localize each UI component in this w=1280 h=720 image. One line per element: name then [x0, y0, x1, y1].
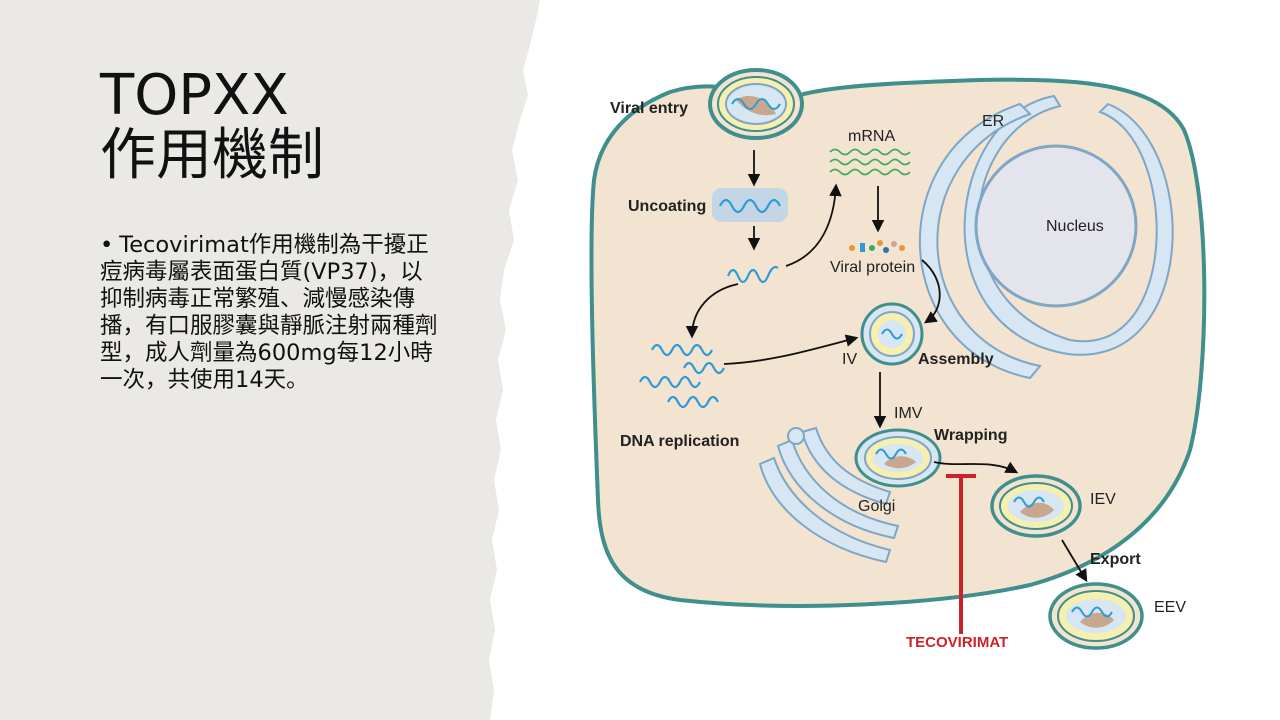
endoplasmic-reticulum	[918, 94, 1174, 380]
imv-particle	[854, 428, 942, 488]
uncoating-dna	[719, 198, 781, 214]
slide-title: TOPXX 作用機制	[100, 66, 324, 186]
bullet-text: Tecovirimat作用機制為干擾正痘病毒屬表面蛋白質(VP37)，以抑制病毒…	[100, 232, 438, 393]
nucleus-label: Nucleus	[1046, 218, 1104, 235]
left-panel-background	[0, 0, 540, 720]
arrow-iev-to-eev	[1061, 539, 1088, 583]
arrow-protein-to-assembly	[921, 259, 941, 324]
uncoating-core	[712, 188, 788, 222]
eev-label: EEV	[1154, 599, 1186, 616]
iv-label: IV	[842, 351, 857, 368]
viral-protein-label: Viral protein	[830, 259, 915, 276]
bullet-paragraph: •Tecovirimat作用機制為干擾正痘病毒屬表面蛋白質(VP37)，以抑制病…	[100, 232, 440, 394]
arrow-replication-to-assembly	[723, 334, 859, 365]
arrow-dna-to-mrna	[785, 183, 842, 267]
virion-entry	[708, 68, 804, 140]
torn-paper-shape	[0, 0, 540, 720]
assembly-label: Assembly	[918, 351, 994, 368]
title-line-2: 作用機制	[100, 123, 324, 188]
uncoating-label: Uncoating	[628, 198, 706, 215]
iv-particle	[860, 302, 924, 366]
bullet-dot: •	[100, 232, 114, 258]
golgi-label: Golgi	[858, 498, 895, 515]
export-label: Export	[1090, 551, 1141, 568]
viral-entry-label: Viral entry	[610, 100, 688, 117]
dna-replication-label: DNA replication	[620, 433, 739, 450]
viral-protein-particles	[849, 240, 905, 253]
mechanism-diagram: Nucleus ER Viral entry Uncoating mRNA Vi…	[589, 68, 1207, 651]
mrna-strands	[829, 148, 911, 176]
released-dna	[726, 265, 779, 284]
eev-particle	[1048, 582, 1144, 650]
iev-label: IEV	[1090, 491, 1116, 508]
imv-label: IMV	[894, 405, 923, 422]
er-label: ER	[982, 113, 1004, 130]
mrna-label: mRNA	[848, 128, 895, 145]
iev-particle	[990, 474, 1082, 538]
arrow-imv-to-iev	[933, 461, 1019, 474]
wrapping-label: Wrapping	[934, 427, 1007, 444]
title-line-1: TOPXX	[100, 63, 289, 128]
golgi-apparatus	[758, 426, 900, 564]
tecovirimat-inhibitor	[946, 474, 976, 634]
replicated-dna	[639, 343, 725, 409]
nucleus	[974, 144, 1138, 308]
arrow-dna-to-replication	[685, 283, 739, 339]
tecovirimat-label: TECOVIRIMAT	[906, 634, 1008, 651]
